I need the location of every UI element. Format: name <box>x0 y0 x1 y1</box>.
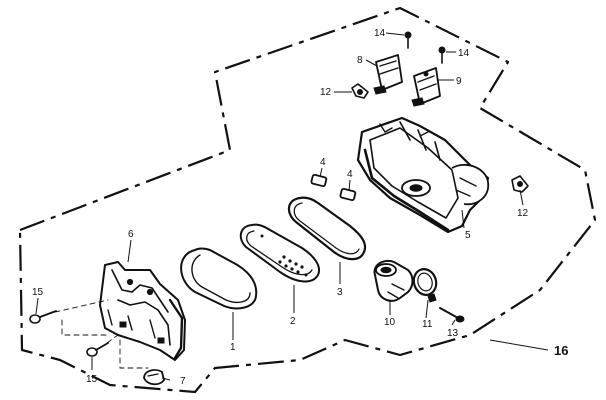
part-8-bracket <box>373 54 403 95</box>
callout-2: 2 <box>290 316 296 327</box>
part-14-screw-b <box>438 46 446 64</box>
part-1-filter-element <box>180 247 258 310</box>
callout-16: 16 <box>554 343 568 358</box>
part-2-filter-plate <box>239 223 320 283</box>
callout-6: 6 <box>128 229 134 240</box>
part-12-wing-nut-a <box>351 83 369 99</box>
part-14-screw-a <box>404 31 412 49</box>
callout-10: 10 <box>384 317 396 328</box>
part-9-bracket <box>411 67 441 107</box>
callout-7: 7 <box>180 376 186 387</box>
callout-8: 8 <box>357 55 363 66</box>
callout-1: 1 <box>230 342 236 353</box>
callout-4a: 4 <box>320 157 326 168</box>
callout-4b: 4 <box>347 169 353 180</box>
callout-12b: 12 <box>517 208 529 219</box>
part-7-cap-nut <box>143 369 165 386</box>
part-4-pad-a <box>310 173 328 188</box>
part-15-screw-a <box>29 310 57 324</box>
part-13-bolt <box>439 307 465 323</box>
part-12-wing-nut-b <box>511 175 529 193</box>
callout-14a: 14 <box>374 28 386 39</box>
assembly-boundary <box>18 6 597 394</box>
part-11-clamp-ring <box>412 268 438 303</box>
part-4-pad-b <box>339 187 357 202</box>
callout-14b: 14 <box>458 48 470 59</box>
part-3-gasket <box>287 196 367 261</box>
leader-lines <box>35 32 549 381</box>
part-6-air-cleaner-base <box>99 261 186 361</box>
callout-11: 11 <box>422 319 433 330</box>
part-15-screw-b <box>86 342 109 357</box>
callout-15a: 15 <box>32 287 44 298</box>
part-10-elbow-fitting <box>373 259 414 302</box>
callout-5: 5 <box>465 230 471 241</box>
callout-15b: 15 <box>86 374 98 385</box>
callout-13: 13 <box>447 328 459 339</box>
callout-9: 9 <box>456 76 462 87</box>
alignment-lines <box>54 299 149 369</box>
callout-3: 3 <box>337 287 343 298</box>
callout-12a: 12 <box>320 87 332 98</box>
part-5-air-cleaner-housing <box>356 116 490 234</box>
callout-labels: 1 2 3 4 4 5 6 7 8 9 10 11 12 12 13 14 14… <box>32 28 568 387</box>
